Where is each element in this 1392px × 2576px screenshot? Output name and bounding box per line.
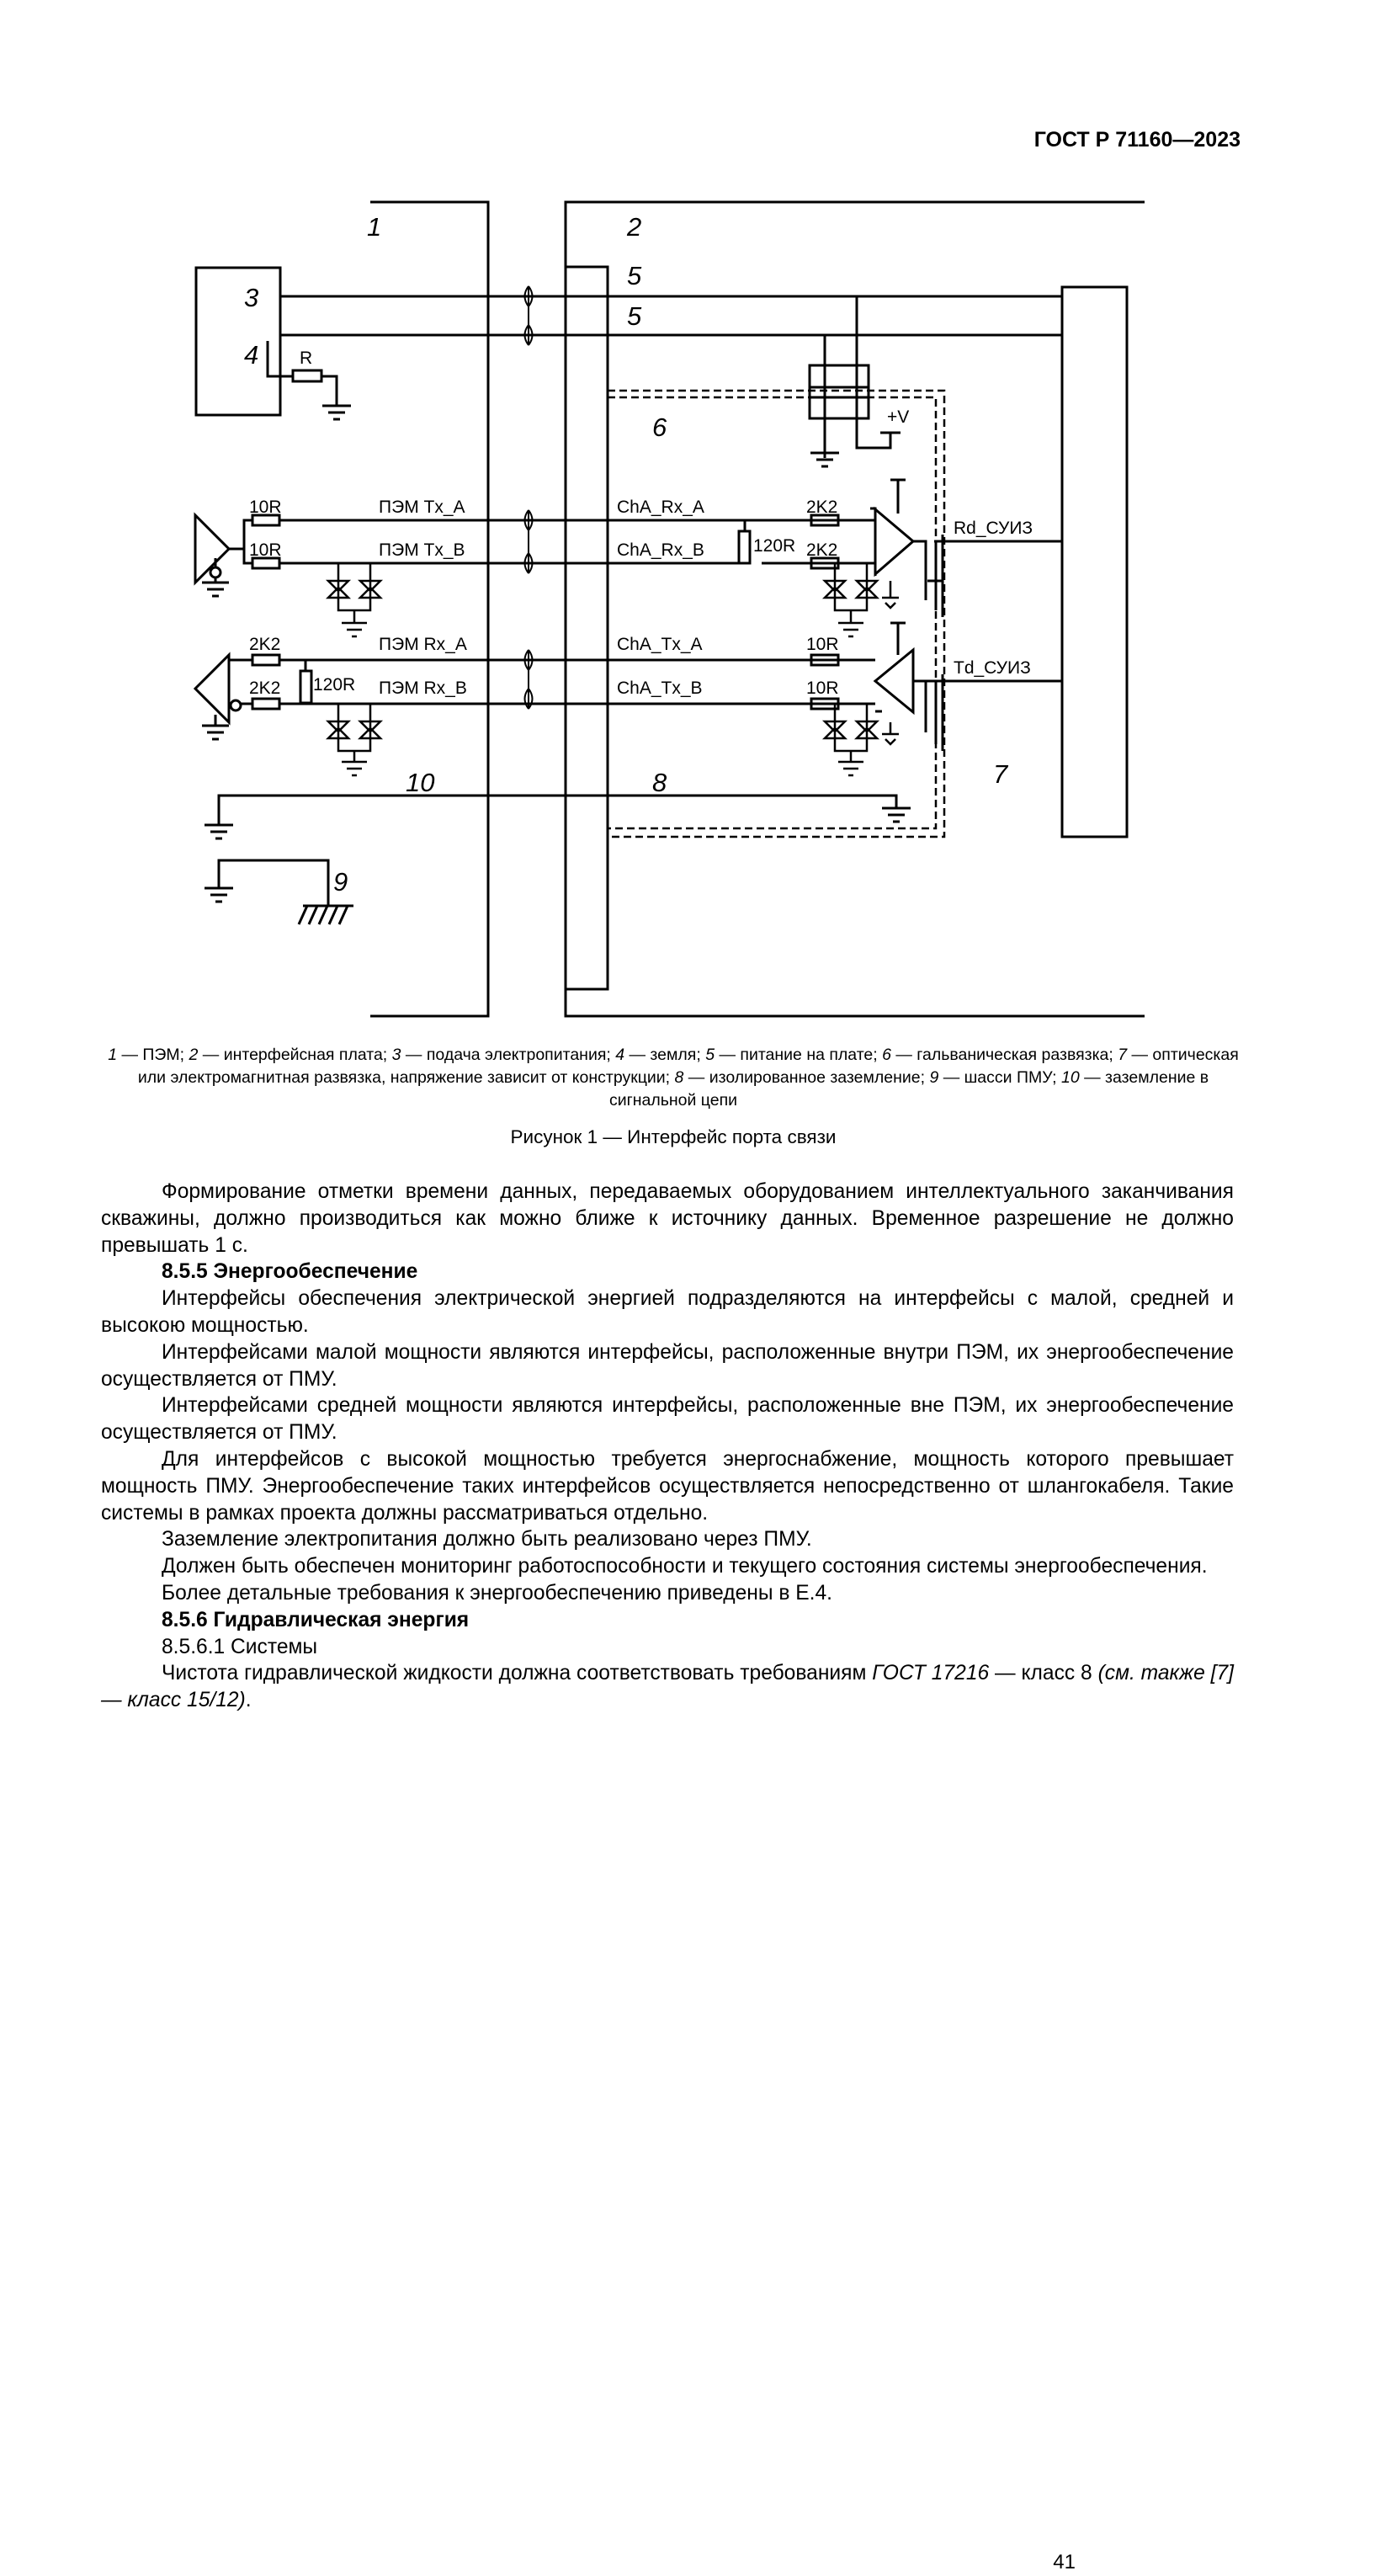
label-2k2-rx-b: 2K2 — [806, 540, 837, 560]
callout-10: 10 — [406, 768, 434, 797]
label-10r-top: 10R — [249, 498, 282, 517]
paragraph: Должен быть обеспечен мониторинг работос… — [162, 1555, 1208, 1578]
callout-3: 3 — [244, 283, 258, 312]
pem-tx-lines — [194, 512, 875, 598]
callout-5-top: 5 — [627, 261, 642, 290]
signal-ground-line — [205, 794, 911, 840]
pmu-chassis-ground — [205, 859, 353, 925]
document-code: ГОСТ Р 71160—2023 — [1033, 128, 1241, 152]
label-cha-rx-b: ChA_Rx_B — [617, 540, 704, 560]
board-tx-tvs-diodes — [821, 704, 899, 777]
galvanic-isolation-frame — [606, 389, 946, 838]
label-10r-tx-b: 10R — [806, 679, 839, 698]
paragraph: Интерфейсами средней мощности являются и… — [101, 1394, 1234, 1445]
label-pem-tx-a: ПЭМ Tx_A — [379, 498, 465, 517]
label-plus-v: +V — [887, 407, 909, 427]
label-10r-bottom: 10R — [249, 540, 282, 560]
power-supply-block — [194, 266, 282, 417]
standard-reference: ГОСТ 17216 — [872, 1662, 990, 1685]
board-rx-tvs-diodes — [821, 563, 899, 638]
page-number: 41 — [1053, 2551, 1076, 2573]
label-10r-tx-a: 10R — [806, 635, 839, 654]
pem-rx-lines — [193, 652, 875, 741]
paragraph: Интерфейсами малой мощности являются инт… — [101, 1340, 1234, 1391]
body-text: Формирование отметки времени данных, пер… — [101, 1179, 1234, 2573]
callout-4: 4 — [244, 340, 258, 370]
paragraph: Для интерфейсов с высокой мощностью треб… — [101, 1447, 1234, 1525]
callout-1: 1 — [367, 212, 381, 242]
paragraph: Более детальные требования к энергообесп… — [162, 1581, 833, 1605]
label-2k2-left-b: 2K2 — [249, 679, 280, 698]
callout-6: 6 — [652, 412, 667, 442]
callout-5-bottom: 5 — [627, 301, 642, 331]
label-r: R — [300, 349, 312, 368]
label-pem-tx-b: ПЭМ Tx_B — [379, 540, 465, 560]
label-2k2-rx-a: 2K2 — [806, 498, 837, 517]
resistor-r — [266, 341, 351, 421]
isolation-block — [1060, 285, 1129, 838]
paragraph: Формирование отметки времени данных, пер… — [101, 1180, 1234, 1257]
label-cha-tx-a: ChA_Tx_A — [617, 635, 703, 654]
section-heading-8-5-6: 8.5.6 Гидравлическая энергия — [162, 1608, 470, 1631]
board-tx-lines — [810, 621, 972, 751]
label-2k2-left-a: 2K2 — [249, 635, 280, 654]
label-pem-rx-a: ПЭМ Rx_A — [379, 635, 467, 654]
cable-crossing-marks — [523, 285, 534, 710]
label-120r-left: 120R — [313, 675, 355, 695]
paragraph: Интерфейсы обеспечения электрической эне… — [101, 1287, 1234, 1337]
label-cha-tx-b: ChA_Tx_B — [617, 679, 703, 698]
label-120r-mid: 120R — [753, 536, 795, 556]
pem-tx-tvs-diodes — [325, 563, 384, 638]
figure-legend: 1 — ПЭМ; 2 — интерфейсная плата; 3 — под… — [108, 1046, 1239, 1110]
section-heading-8-5-5: 8.5.5 Энергообеспечение — [162, 1260, 418, 1284]
label-rd-suiz: Rd_СУИЗ — [954, 519, 1033, 538]
isolated-power-element — [808, 296, 901, 468]
callout-9: 9 — [333, 867, 348, 897]
label-pem-rx-b: ПЭМ Rx_B — [379, 679, 467, 698]
interface-board-boundary — [564, 200, 1145, 1018]
communication-port-interface-diagram: 1 2 3 4 5 5 6 7 8 9 10 R +V 10R 10R ПЭМ … — [193, 200, 1145, 1018]
pem-rx-tvs-diodes — [325, 704, 384, 777]
paragraph: Заземление электропитания должно быть ре… — [162, 1528, 812, 1551]
callout-7: 7 — [993, 759, 1009, 789]
paragraph: Чистота гидравлической жидкости должна с… — [101, 1662, 1234, 1712]
callout-2: 2 — [626, 212, 641, 242]
pem-boundary — [370, 200, 490, 1018]
subsection-heading-8-5-6-1: 8.5.6.1 Системы — [162, 1635, 318, 1658]
callout-8: 8 — [652, 768, 667, 797]
figure-caption: Рисунок 1 — Интерфейс порта связи — [510, 1126, 837, 1147]
board-rx-lines — [737, 478, 972, 617]
label-cha-rx-a: ChA_Rx_A — [617, 498, 704, 517]
label-td-suiz: Td_СУИЗ — [954, 658, 1031, 678]
